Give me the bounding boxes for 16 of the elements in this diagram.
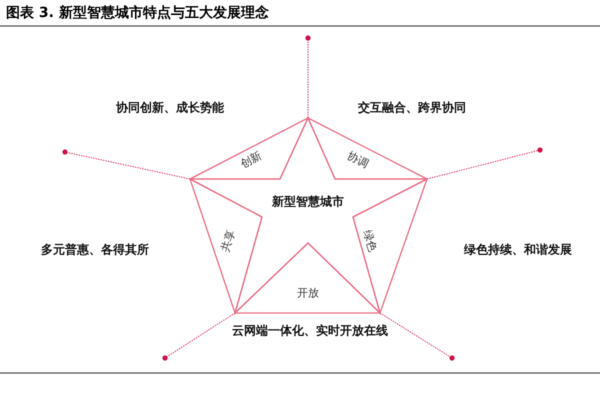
text-label: 多元普惠、各得其所	[41, 242, 149, 258]
node-label: 协调	[344, 148, 372, 172]
node-label: 开放	[297, 286, 319, 300]
text-label: 交互融合、跨界协同	[358, 100, 466, 116]
node-label: 创新	[238, 148, 264, 172]
text-label: 协同创新、成长势能	[116, 100, 224, 116]
triangle-segment	[190, 118, 308, 179]
triangle-segment	[308, 118, 427, 179]
node-label: 绿色	[359, 228, 381, 254]
triangle-segment	[353, 179, 427, 313]
node-label: 共享	[217, 228, 239, 254]
title: 图表 3. 新型智慧城市特点与五大发展理念	[6, 4, 269, 22]
text-label: 绿色持续、和谐发展	[464, 242, 572, 258]
triangle-segment	[190, 179, 262, 313]
node-label: 新型智慧城市	[272, 194, 344, 210]
text-label: 云网端一体化、实时开放在线	[232, 322, 388, 340]
